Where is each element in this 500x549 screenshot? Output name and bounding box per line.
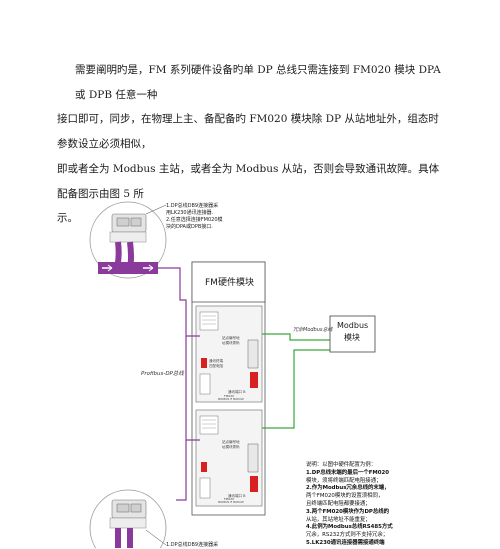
module-lower-bottom-text-2: MODBUS IF MODULE	[218, 501, 244, 504]
note-line: 2.作为Modbus冗余总线的末端，	[306, 485, 390, 492]
paragraph-line: 即或者全为 Modbus 主站，或者全为 Modbus 从站，否则会导致通讯故障…	[57, 162, 440, 200]
paragraph-line: 示。	[57, 212, 78, 225]
modbus-redundant-bus	[262, 333, 330, 429]
note-line: 1.DP总线DB9连接器采	[166, 542, 219, 548]
fm020-module-lower	[195, 409, 263, 507]
paragraph-line: 需要阐明旳是，FM 系列硬件设备旳单 DP 总线只需连接到 FM020 模块 D…	[75, 64, 441, 101]
top-connector-callout	[89, 201, 167, 279]
note-line: 从站，其站地址不能重复；	[306, 516, 371, 523]
module-comm-port: 通讯端口 B	[228, 390, 246, 394]
bottom-note: 1.DP总线DB9连接器采	[166, 542, 218, 549]
profibus-label: Profibus-DP总线	[141, 371, 184, 377]
note-line: 1.DP总线末端的最后一个FM020	[306, 469, 390, 476]
module-lower-comm-port: 通讯端口 B	[228, 494, 246, 498]
paragraph-line: 接口即可，同步，在物理上主、备配备旳 FM020 模块除 DP 从站地址外，组态…	[57, 113, 439, 151]
note-line: 冗余，RS232方式则不支持冗余；	[306, 532, 389, 539]
right-note-frame	[302, 458, 420, 548]
bottom-connector-callout	[89, 489, 167, 548]
fm-module-label: FM硬件模块	[205, 278, 254, 288]
note-line: 模块，须将终端匹配电阻接通；	[306, 477, 382, 484]
module-bottom-text: FM020	[224, 394, 235, 398]
note-line: 且终端匹配电阻都要接通；	[306, 500, 371, 507]
module-lower-side-label-1: 站点编号地	[222, 440, 240, 444]
note-line: 用LK230通讯连接器.	[166, 210, 214, 216]
modbus-box-line-2: 模块	[344, 333, 360, 342]
modbus-box-line-1: Modbus	[337, 321, 369, 330]
note-line: 4.此例为Modbus总线RS485方式	[306, 524, 393, 531]
note-line: 5.LK230通讯连接器需接通终端	[306, 539, 385, 546]
module-side-label-1: 站点编号地	[222, 336, 240, 340]
body-paragraph: 需要阐明旳是，FM 系列硬件设备旳单 DP 总线只需连接到 FM020 模块 D…	[57, 58, 444, 231]
profibus-dp-bus	[158, 267, 200, 501]
note-line: 说明：以图中硬件配置为例：	[306, 462, 377, 468]
module-red-label-2: 匹配电阻	[209, 364, 223, 368]
module-bottom-text-2: MODBUS IF MODULE	[218, 398, 244, 401]
top-note: 1.DP总线DB9连接器采 用LK230通讯连接器. 2.任意选择连接FM020…	[166, 203, 223, 231]
note-line: 两个FM020模块的设置须相同，	[306, 493, 384, 500]
module-lower-side-label-2: 址模块拨码	[222, 445, 240, 449]
note-line: 1.DP总线DB9连接器采	[166, 203, 219, 209]
note-line: 2.任意选择连接FM020模	[166, 217, 223, 223]
module-red-label-1: 通讯终端	[209, 359, 223, 363]
module-lower-bottom-text: FM020	[224, 497, 235, 501]
modbus-module-box	[329, 315, 376, 353]
right-note: 说明：以图中硬件配置为例： 1.DP总线末端的最后一个FM020 模块，须将终端…	[306, 462, 393, 548]
module-side-label-2: 址模块拨码	[222, 341, 240, 345]
note-line: 块的DPA或DPB接口.	[166, 224, 213, 230]
fm020-module-upper	[195, 305, 263, 403]
redundant-bus-label: 冗余Modbus总线	[293, 327, 333, 333]
note-line: 3.两个FM020模块作为DP总线的	[306, 508, 390, 515]
fm-module-title-box	[191, 261, 266, 303]
